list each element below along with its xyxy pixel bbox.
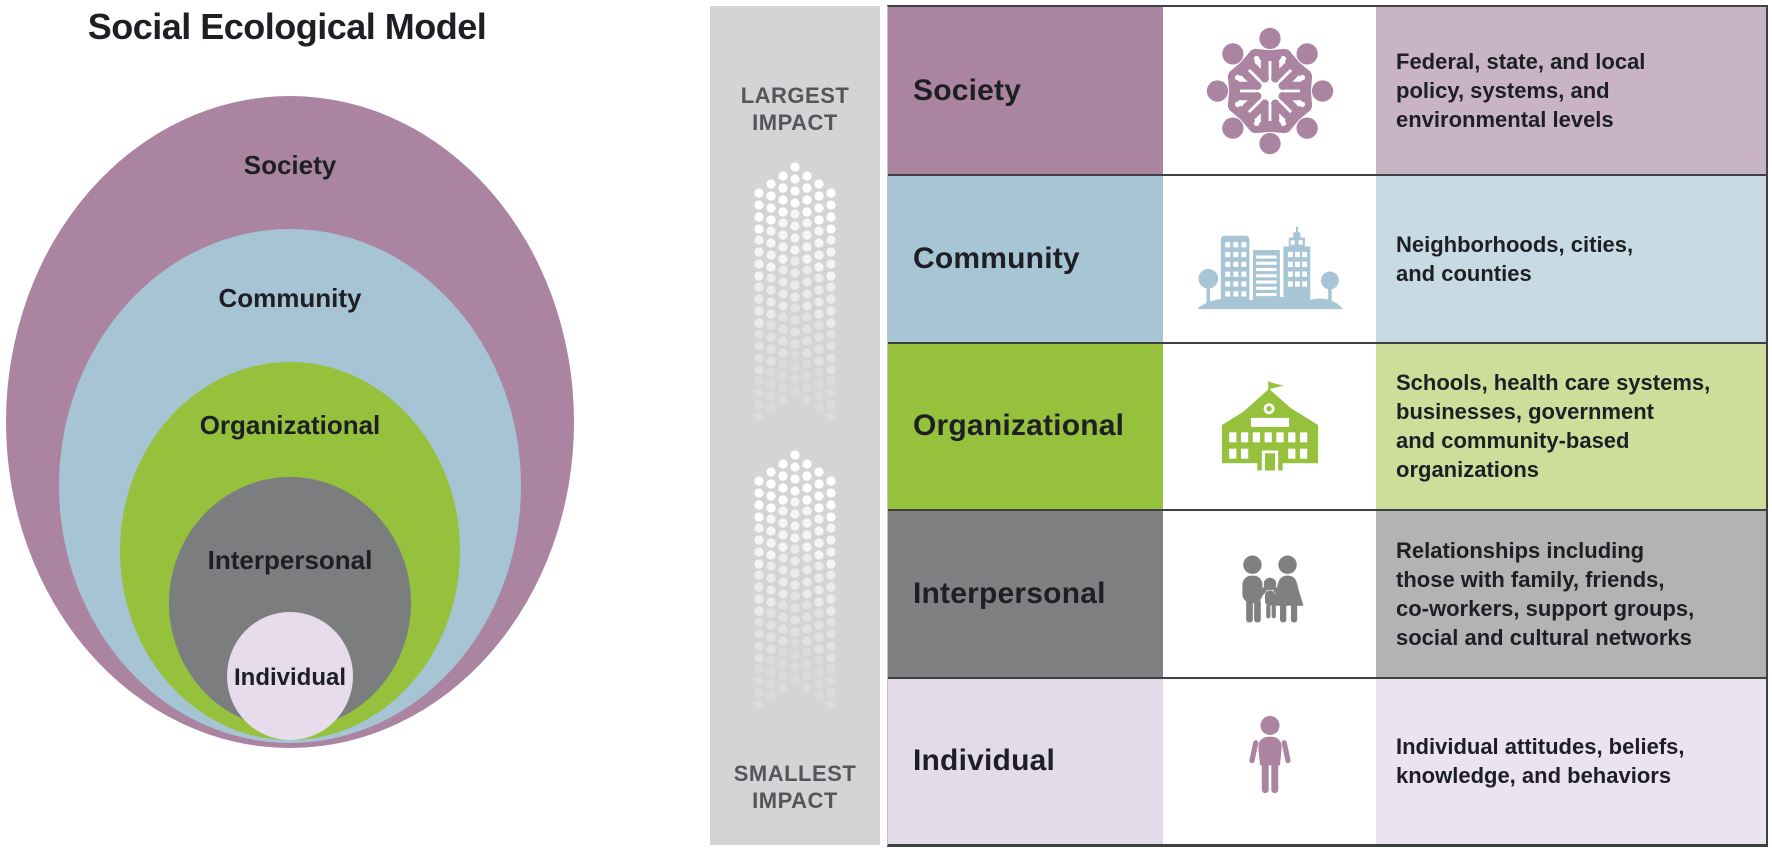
individual-icon-cell — [1163, 678, 1376, 844]
organizational-row-label: Organizational — [888, 343, 1163, 510]
community-circle-label: Community — [219, 283, 363, 313]
individual-circle-label: Individual — [234, 664, 346, 691]
society-icon-cell — [1163, 7, 1376, 175]
individual-circle — [227, 612, 353, 740]
interpersonal-circle-label: Interpersonal — [208, 545, 373, 575]
society-row-label: Society — [888, 7, 1163, 175]
levels-table: Society — [887, 5, 1768, 847]
table-row-individual: Individual Individual attitudes, beliefs… — [888, 676, 1766, 844]
page-title: Social Ecological Model — [87, 6, 487, 47]
table-row-interpersonal: Interpersonal — [888, 509, 1766, 677]
interpersonal-icon-cell — [1163, 511, 1376, 677]
dotted-chevrons-up-icon — [754, 450, 836, 710]
community-description: Neighborhoods, cities, and counties — [1376, 176, 1766, 342]
interpersonal-row-label: Interpersonal — [888, 511, 1163, 677]
individual-row-label: Individual — [888, 678, 1163, 844]
nested-circles-panel: Social Ecological Model Society Communit… — [0, 0, 600, 856]
community-icon-cell — [1163, 176, 1376, 342]
table-row-community: Community — [888, 174, 1766, 342]
city-buildings-icon — [1197, 226, 1342, 310]
organizational-description: Schools, health care systems, businesses… — [1376, 343, 1766, 510]
impact-scale-bar: LARGEST IMPACT — [710, 6, 880, 845]
table-row-organizational: Organizational — [888, 341, 1766, 510]
person-icon — [1248, 716, 1291, 794]
dotted-chevrons-up-icon — [754, 162, 836, 422]
family-icon — [1241, 555, 1303, 623]
organizational-circle-label: Organizational — [200, 410, 381, 440]
individual-description: Individual attitudes, beliefs, knowledge… — [1376, 678, 1766, 844]
society-description: Federal, state, and local policy, system… — [1376, 7, 1766, 175]
community-row-label: Community — [888, 176, 1163, 342]
organizational-icon-cell — [1163, 343, 1376, 510]
society-circle-label: Society — [244, 150, 337, 180]
people-circle-icon — [1202, 24, 1337, 158]
interpersonal-description: Relationships including those with famil… — [1376, 511, 1766, 677]
school-building-icon — [1221, 382, 1318, 471]
largest-impact-label: LARGEST IMPACT — [740, 83, 850, 135]
table-row-society: Society — [888, 7, 1766, 175]
nested-circles-diagram: Society Community Organizational Interpe… — [6, 96, 574, 748]
smallest-impact-label: SMALLEST IMPACT — [733, 761, 857, 813]
